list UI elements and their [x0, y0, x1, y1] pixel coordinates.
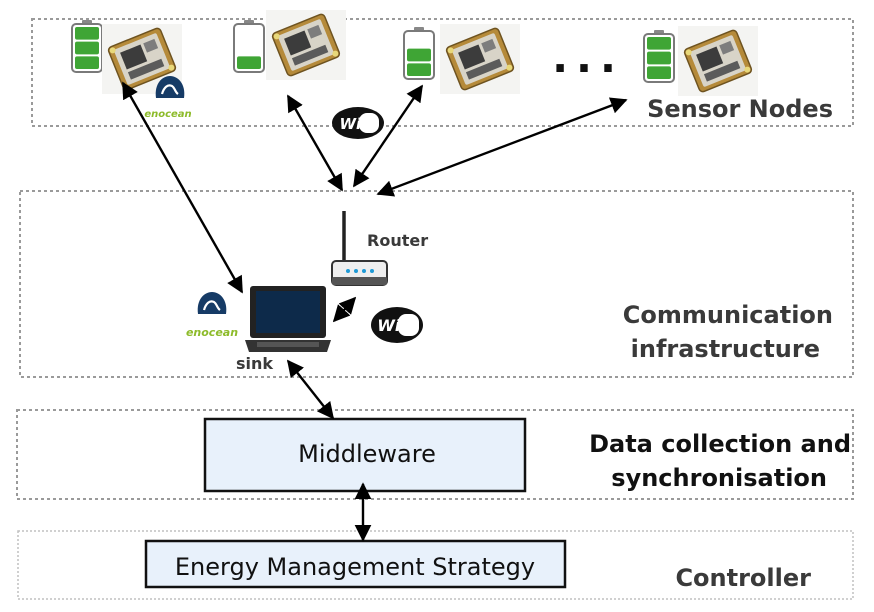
layer-label-controller: Controller	[675, 564, 811, 592]
svg-text:WiFi: WiFi	[377, 316, 417, 335]
middleware-label: Middleware	[298, 440, 436, 468]
layer-label-data-collection-line2: synchronisation	[611, 464, 827, 492]
router-label: Router	[367, 231, 428, 250]
svg-text:WiFi: WiFi	[339, 115, 377, 133]
layer-label-sensor-nodes: Sensor Nodes	[647, 95, 833, 123]
arrows	[121, 81, 628, 542]
energy-strategy-box	[144, 539, 567, 589]
arrow-sink-to-middleware	[286, 359, 335, 420]
router-icon	[331, 211, 388, 286]
sensor-node-4	[643, 26, 758, 96]
middleware-box	[203, 417, 527, 493]
layer-label-data-collection-line1: Data collection and	[589, 430, 851, 458]
laptop-icon	[245, 286, 331, 352]
sensor-node-3	[403, 24, 520, 94]
arrow-node2-to-router	[286, 94, 344, 192]
svg-text:enocean: enocean	[186, 326, 238, 339]
energy-strategy-label: Energy Management Strategy	[175, 553, 535, 581]
svg-text:enocean: enocean	[144, 109, 191, 120]
wifi-logo: WiFi	[332, 107, 384, 139]
battery-icon	[643, 30, 675, 83]
arrow-node4-to-router	[376, 97, 628, 197]
layer-label-communication-line1: Communication	[623, 301, 833, 329]
arrow-node1-to-sink	[121, 81, 244, 294]
sink-label: sink	[236, 354, 273, 373]
sensor-node-1	[71, 20, 182, 94]
sensor-board-icon	[678, 26, 758, 96]
wifi-logo: WiFi	[371, 307, 423, 343]
arrow-router-to-sink	[332, 296, 357, 323]
sensor-board-icon	[266, 10, 346, 80]
battery-icon	[403, 27, 435, 80]
sensor-board-icon	[440, 24, 520, 94]
sensor-node-2	[233, 10, 346, 80]
battery-icon	[233, 20, 265, 73]
ellipsis-text: ...	[552, 33, 624, 82]
layer-label-communication-line2: infrastructure	[631, 335, 820, 363]
battery-icon	[71, 20, 103, 73]
enocean-logo: enocean	[186, 292, 238, 339]
controller-layer-border	[17, 530, 854, 600]
